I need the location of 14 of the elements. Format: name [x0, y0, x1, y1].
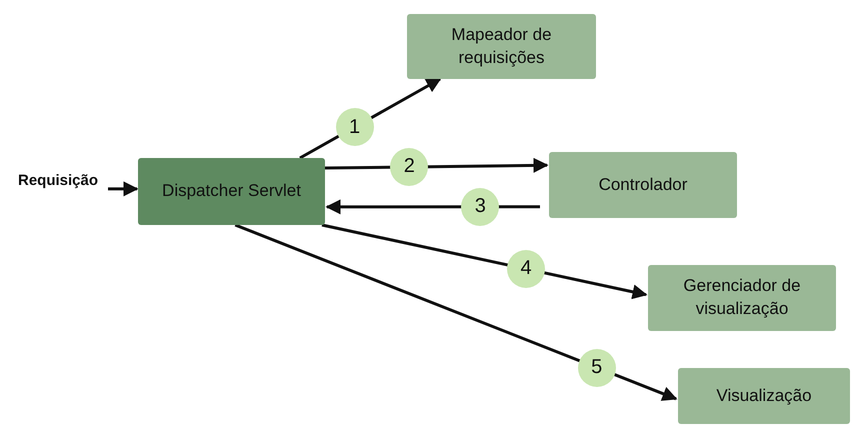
arrow	[322, 224, 648, 300]
process-box: Visualização	[678, 368, 850, 424]
process-box: Controlador	[549, 152, 737, 218]
process-box: Mapeador de requisições	[407, 14, 596, 79]
step-number: 5	[578, 348, 616, 387]
arrow	[234, 224, 678, 401]
step-number: 4	[507, 250, 546, 288]
step-number: 1	[336, 108, 374, 146]
step-number: 2	[390, 148, 428, 186]
process-box: Dispatcher Servlet	[138, 158, 325, 225]
input-label: Requisição	[8, 170, 108, 192]
process-box: Gerenciador de visualização	[648, 265, 836, 331]
step-number: 3	[461, 188, 500, 226]
arrow	[108, 181, 138, 196]
